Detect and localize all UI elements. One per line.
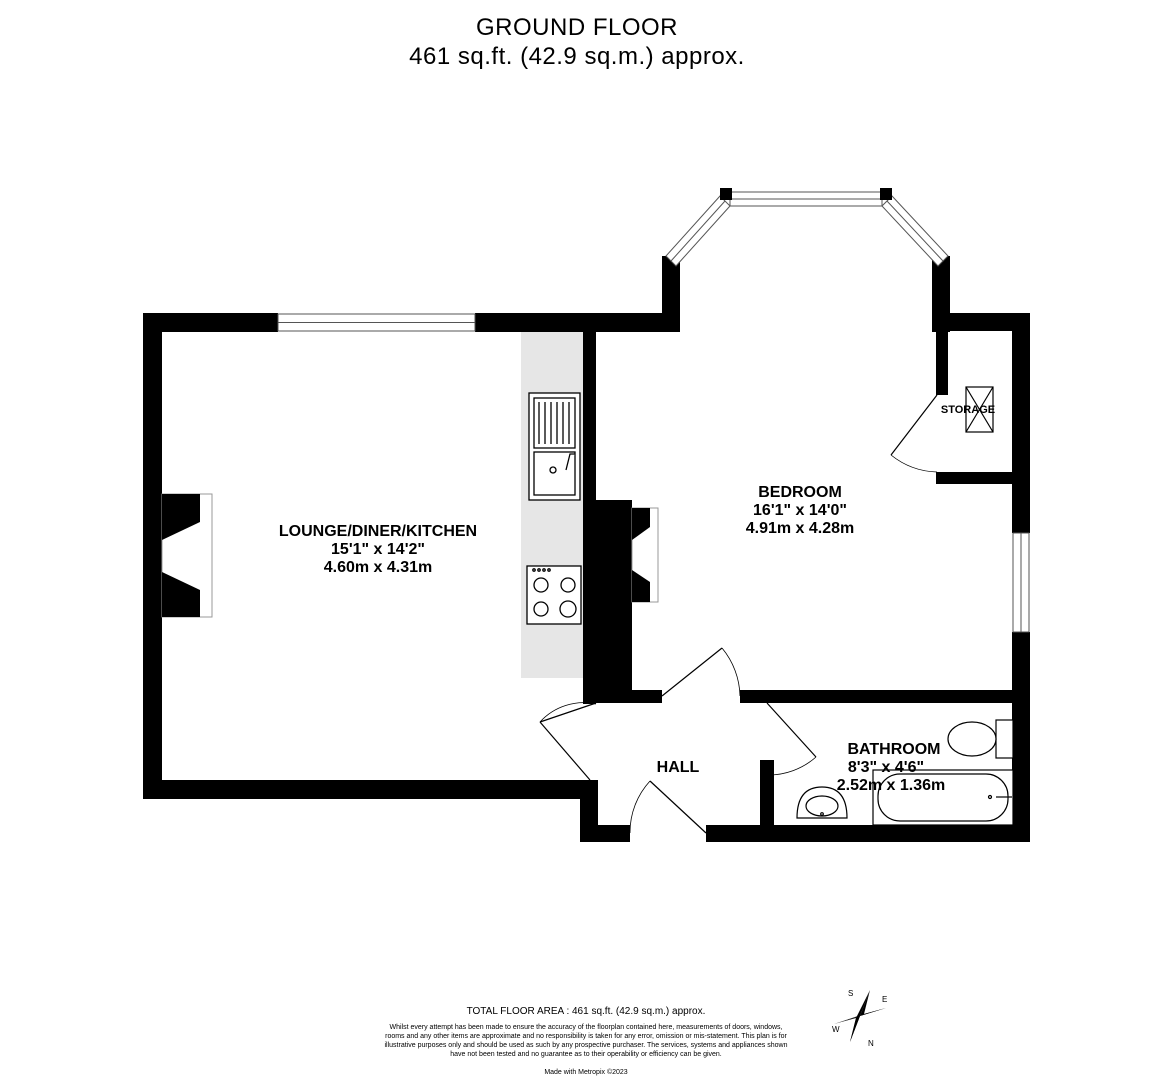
chimney-breast-bedroom: [631, 507, 659, 603]
compass-w: W: [832, 1025, 840, 1034]
compass-e: E: [882, 995, 887, 1004]
bedroom-metric: 4.91m x 4.28m: [746, 520, 855, 537]
compass-icon: S E W N: [832, 989, 887, 1048]
bathtub: [872, 769, 1014, 826]
kitchen-worktop: [521, 331, 583, 678]
storage-tank: [965, 386, 994, 433]
walls: [143, 256, 1030, 842]
compass-n: N: [868, 1039, 874, 1048]
bathroom-name: BATHROOM: [847, 741, 940, 758]
storage-name: STORAGE: [941, 404, 995, 416]
bedroom-imperial: 16'1" x 14'0": [753, 502, 847, 519]
kitchen-hob: [526, 565, 582, 625]
floor-plan: LOUNGE/DINER/KITCHEN 15'1" x 14'2" 4.60m…: [143, 188, 1030, 842]
bay-corner: [880, 188, 892, 200]
bathroom-metric: 2.52m x 1.36m: [837, 777, 946, 794]
bay-corner: [720, 188, 732, 200]
basin: [796, 786, 848, 819]
windows: [277, 191, 1030, 633]
room-labels: LOUNGE/DINER/KITCHEN 15'1" x 14'2" 4.60m…: [279, 484, 945, 794]
bathroom-imperial: 8'3" x 4'6": [848, 759, 924, 776]
hall-name: HALL: [657, 759, 700, 776]
floor-title: GROUND FLOOR: [475, 14, 678, 41]
disclaimer: Whilst every attempt has been made to en…: [384, 1024, 788, 1058]
lounge-imperial: 15'1" x 14'2": [331, 541, 425, 558]
toilet: [947, 719, 1014, 759]
bedroom-name: BEDROOM: [758, 484, 842, 501]
chimney-breast-lounge: [161, 493, 213, 618]
total-floor-area: TOTAL FLOOR AREA : 461 sq.ft. (42.9 sq.m…: [466, 1006, 706, 1017]
lounge-metric: 4.60m x 4.31m: [324, 559, 433, 576]
compass-s: S: [848, 989, 853, 998]
made-with: Made with Metropix ©2023: [544, 1069, 628, 1076]
lounge-name: LOUNGE/DINER/KITCHEN: [279, 523, 477, 540]
doors: [539, 394, 938, 834]
floor-area: 461 sq.ft. (42.9 sq.m.) approx.: [409, 43, 745, 70]
kitchen-sink: [528, 392, 581, 501]
